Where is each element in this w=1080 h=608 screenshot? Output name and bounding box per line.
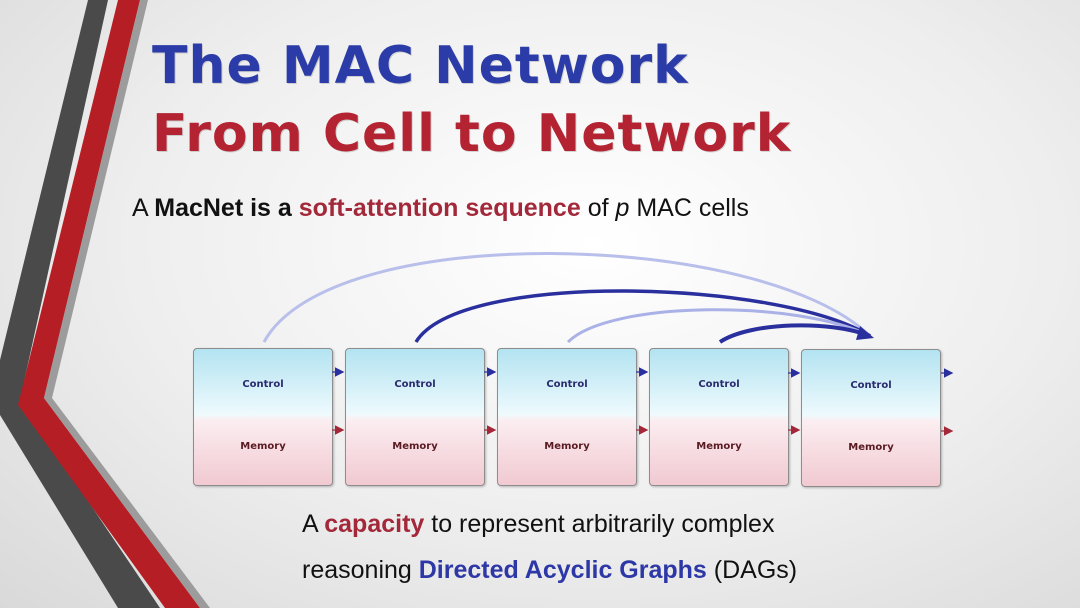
caption-line-1: A capacity to represent arbitrarily comp… [302, 510, 774, 539]
cell-control-label: Control [698, 379, 740, 390]
caption-capacity: capacity [324, 510, 425, 538]
subtitle-macnet: MacNet is a [154, 194, 299, 222]
mac-cell-3: Control Memory [497, 348, 637, 486]
cell-memory-label: Memory [240, 441, 286, 452]
mac-cell-2: Control Memory [345, 348, 485, 486]
title-line-2: From Cell to Network [152, 104, 792, 164]
caption-line-2: reasoning Directed Acyclic Graphs (DAGs) [302, 556, 797, 585]
caption-text-a: A [302, 510, 325, 538]
attention-arc-3 [566, 308, 871, 344]
caption-text-reasoning: reasoning [302, 556, 419, 584]
caption-text-dags-abbr: (DAGs) [706, 556, 798, 584]
mac-cell-1: Control Memory [193, 348, 333, 486]
mac-cell-4: Control Memory [649, 348, 789, 486]
subtitle-mac-cells: MAC cells [629, 194, 749, 222]
caption-dags: Directed Acyclic Graphs [418, 556, 707, 584]
subtitle: A MacNet is a soft-attention sequence of… [132, 194, 749, 223]
subtitle-soft-attention: soft-attention sequence [298, 194, 581, 222]
cell-control-label: Control [242, 379, 284, 390]
title-line-1: The MAC Network [152, 36, 689, 96]
attention-arc-1 [262, 252, 872, 343]
cell-control-label: Control [546, 379, 588, 390]
attention-arc-2 [414, 289, 871, 343]
attention-arrowhead [856, 326, 874, 340]
stripe-gray-dark [0, 0, 160, 608]
cell-memory-label: Memory [544, 441, 590, 452]
caption-text-represent: to represent arbitrarily complex [424, 510, 775, 538]
attention-arc-4 [718, 323, 871, 344]
subtitle-p: p [615, 194, 630, 222]
subtitle-text-of: of [580, 194, 616, 222]
cell-memory-label: Memory [392, 441, 438, 452]
cell-memory-label: Memory [696, 441, 742, 452]
cell-control-label: Control [850, 380, 892, 391]
mac-cell-5: Control Memory [801, 349, 941, 487]
stripe-red [18, 0, 200, 608]
cell-memory-label: Memory [848, 442, 894, 453]
cell-control-label: Control [394, 379, 436, 390]
subtitle-text-a: A [132, 194, 155, 222]
